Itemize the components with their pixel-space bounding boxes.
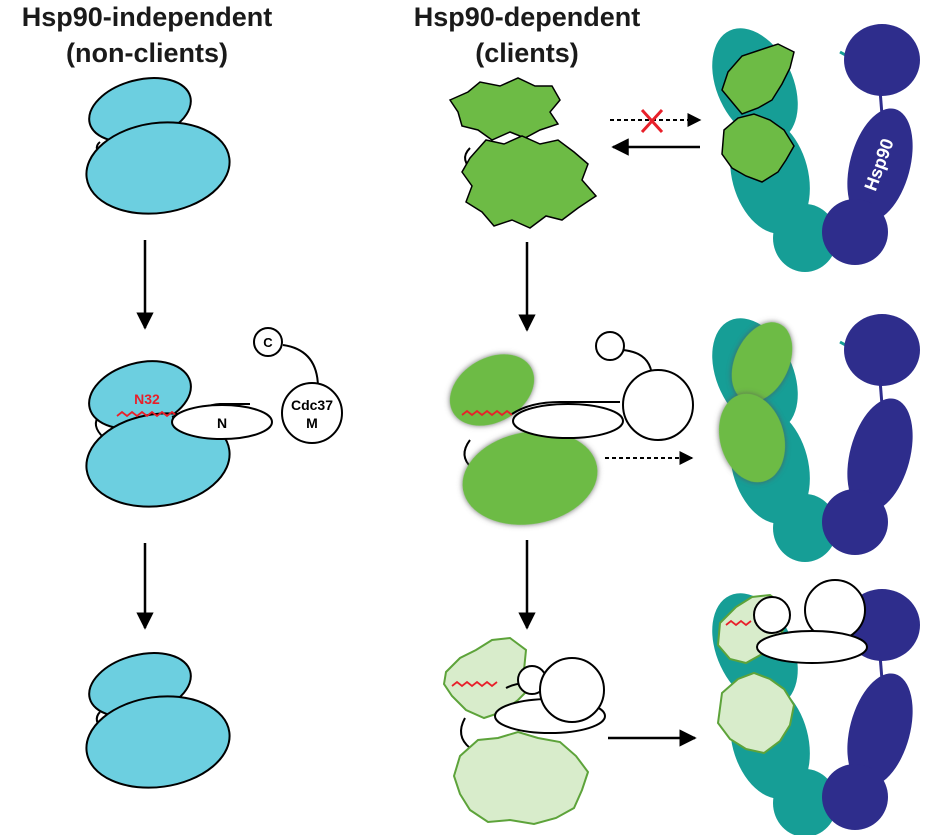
hsp90-client-complex-top: Hsp90 bbox=[693, 13, 926, 274]
title-left-line2: (non-clients) bbox=[66, 38, 228, 68]
label-c-domain: C bbox=[263, 335, 273, 350]
label-m-domain: M bbox=[306, 415, 318, 431]
red-x-icon bbox=[640, 108, 664, 134]
label-cdc37: Cdc37 bbox=[291, 397, 333, 413]
title-right-line2: (clients) bbox=[475, 38, 579, 68]
client-kinase-top bbox=[448, 77, 598, 229]
client-kinase-cdc37-bottom bbox=[442, 636, 606, 826]
label-n32: N32 bbox=[134, 391, 160, 407]
title-right-line1: Hsp90-dependent bbox=[414, 2, 641, 32]
non-client-kinase-top bbox=[85, 77, 231, 215]
hsp90-client-complex-bottom bbox=[693, 578, 926, 835]
title-left-line1: Hsp90-independent bbox=[22, 2, 273, 32]
hsp90-client-complex-middle bbox=[693, 303, 926, 564]
client-kinase-cdc37-complex bbox=[449, 331, 694, 525]
label-n-domain: N bbox=[217, 415, 227, 431]
non-client-kinase-bottom bbox=[85, 652, 231, 789]
non-client-kinase-cdc37-complex: N32 N C Cdc37 M bbox=[85, 327, 343, 508]
